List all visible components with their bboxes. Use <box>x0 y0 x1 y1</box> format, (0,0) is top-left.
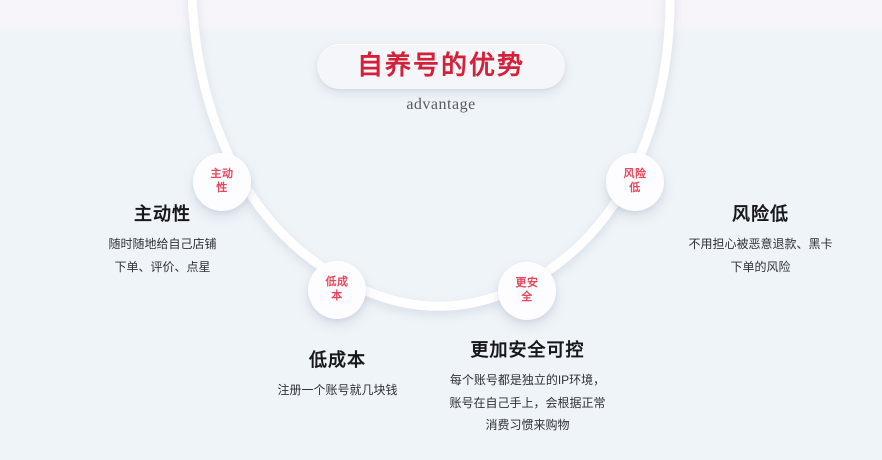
badge-line-2: 本 <box>331 290 343 302</box>
badge-line-2: 低 <box>629 182 641 194</box>
node-description: 每个账号都是独立的IP环境， 账号在自己手上，会根据正常 消费习惯来购物 <box>395 369 660 436</box>
node-description: 注册一个账号就几块钱 <box>205 379 470 401</box>
node-badge-low-cost[interactable]: 低成 本 <box>308 261 366 319</box>
node-heading: 更加安全可控 <box>470 340 585 360</box>
node-badge-safer[interactable]: 更安 全 <box>498 262 556 320</box>
page-subtitle: advantage <box>406 95 476 113</box>
title-block: 自养号的优势 advantage <box>0 44 882 114</box>
desc-line: 随时随地给自己店铺 <box>108 237 217 252</box>
node-badge-label: 主动 性 <box>209 168 235 196</box>
badge-line-2: 全 <box>521 291 533 303</box>
node-text-low-risk: 风险低 不用担心被恶意退款、黑卡 下单的风险 <box>628 203 882 278</box>
node-heading: 风险低 <box>732 204 789 224</box>
title-pill: 自养号的优势 <box>316 44 565 89</box>
node-description: 不用担心被恶意退款、黑卡 下单的风险 <box>628 233 882 277</box>
desc-line: 消费习惯来购物 <box>485 417 570 432</box>
node-badge-label: 低成 本 <box>324 276 350 304</box>
node-heading: 主动性 <box>134 204 191 224</box>
desc-line: 下单的风险 <box>730 259 791 274</box>
desc-line: 注册一个账号就几块钱 <box>277 383 398 398</box>
node-text-low-cost: 低成本 注册一个账号就几块钱 <box>205 349 470 402</box>
badge-line-2: 性 <box>216 182 228 194</box>
desc-line: 不用担心被恶意退款、黑卡 <box>688 237 833 252</box>
desc-line: 下单、评价、点星 <box>114 259 211 274</box>
node-description: 随时随地给自己店铺 下单、评价、点星 <box>30 233 295 277</box>
badge-line-1: 低成 <box>325 276 349 289</box>
node-text-safer: 更加安全可控 每个账号都是独立的IP环境， 账号在自己手上，会根据正常 消费习惯… <box>395 339 660 436</box>
node-badge-label: 更安 全 <box>514 277 540 305</box>
node-badge-low-risk[interactable]: 风险 低 <box>606 153 664 211</box>
node-text-proactivity: 主动性 随时随地给自己店铺 下单、评价、点星 <box>30 203 295 278</box>
node-badge-label: 风险 低 <box>622 168 648 196</box>
badge-line-1: 风险 <box>623 168 647 181</box>
node-heading: 低成本 <box>309 350 366 370</box>
page-title: 自养号的优势 <box>356 50 525 80</box>
node-badge-proactivity[interactable]: 主动 性 <box>193 153 251 211</box>
desc-line: 账号在自己手上，会根据正常 <box>449 395 606 410</box>
desc-line: 每个账号都是独立的IP环境， <box>449 373 606 388</box>
badge-line-1: 主动 <box>210 168 234 181</box>
badge-line-1: 更安 <box>515 277 539 290</box>
